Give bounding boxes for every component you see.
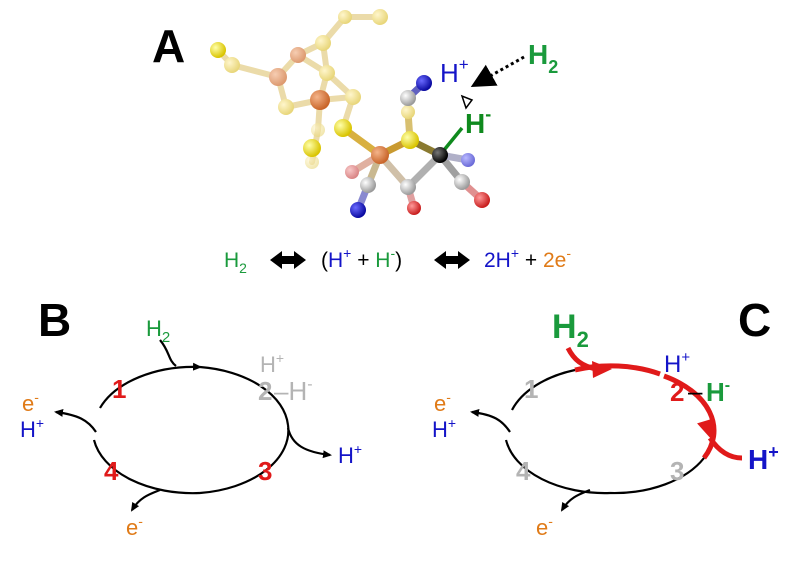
cycle-c-dash: –: [688, 376, 703, 406]
cycle-c-step-4: 4: [516, 456, 531, 486]
red-arrowhead-icon: [697, 418, 713, 440]
cycle-b-step-3: 3: [258, 456, 272, 486]
cycle-b-step-2: 2: [258, 376, 272, 406]
cycle-c-hplus-top: H+: [664, 349, 690, 378]
cycle-b-hydride: –H-: [274, 376, 313, 406]
red-arrowhead-icon: [592, 361, 612, 378]
hydride-proton-interaction-icon: [460, 94, 474, 110]
equation-protons-electrons: 2H+ + 2e-: [484, 245, 571, 272]
equation-h2: H2: [224, 249, 247, 276]
equation-heterolytic: (H+ + H-): [321, 245, 402, 272]
panel-b-letter: B: [38, 294, 71, 346]
cycle-c-proton-left: H+: [432, 415, 456, 442]
cycle-b-h2-label: H2: [146, 316, 170, 346]
catalytic-cycle-c: [470, 346, 743, 512]
cycle-c-electron-bottom: e-: [536, 513, 553, 540]
h2-approach-arrow: [470, 55, 525, 87]
cycle-c-h2-label: H2: [552, 308, 589, 352]
cycle-b-proton-left: H+: [20, 415, 44, 442]
panel-a-letter: A: [152, 20, 185, 72]
cycle-b-step-1: 1: [112, 374, 126, 404]
cycle-c-step-3: 3: [670, 456, 684, 486]
cycle-b-electron-left: e-: [22, 389, 39, 416]
structure-h2-label: H2: [528, 39, 558, 77]
equilibrium-arrow-icon: [270, 251, 306, 269]
cycle-c-proton-right: H+: [748, 442, 779, 475]
cycle-c-step-1: 1: [524, 374, 538, 404]
cycle-c-step-2: 2: [670, 377, 684, 407]
catalytic-cycle-b: [54, 339, 332, 512]
cycle-c-hydride: H-: [706, 377, 730, 407]
structure-proton-label: H+: [440, 55, 469, 88]
cycle-b-step-4: 4: [104, 456, 119, 486]
cycle-c-electron-left: e-: [434, 389, 451, 416]
equilibrium-arrow-icon: [434, 251, 470, 269]
equation: H2 (H+ + H-) 2H+ + 2e-: [224, 245, 571, 276]
cycle-b-electron-bottom: e-: [126, 513, 143, 540]
cycle-b-hplus-top: H+: [260, 350, 284, 377]
hydrogenase-structure-image: [210, 9, 490, 218]
structure-hydride-label: H-: [465, 104, 491, 139]
panel-c-letter: C: [738, 294, 771, 346]
cycle-b-proton-right: H+: [338, 441, 362, 468]
